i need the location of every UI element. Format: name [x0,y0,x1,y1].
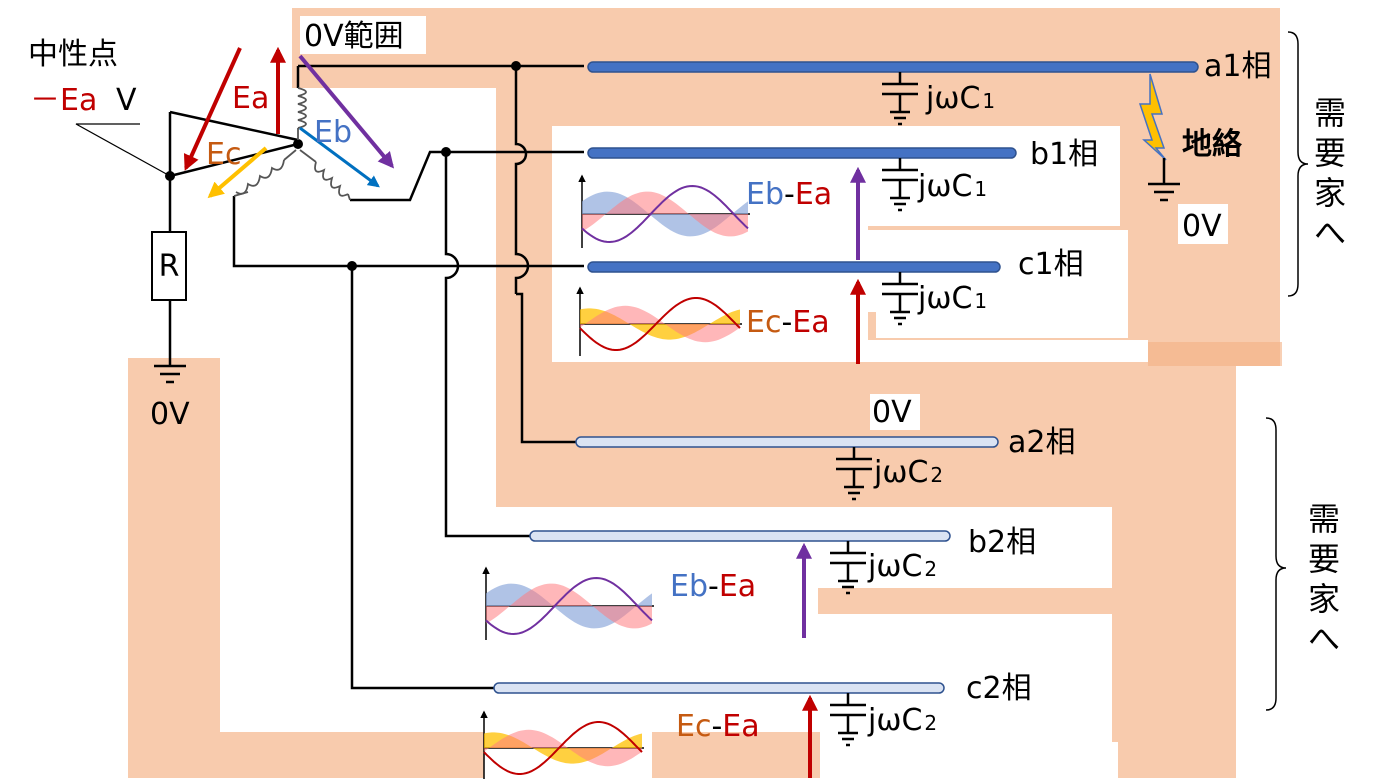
junction-dots [165,61,521,271]
customer-label-top: 需 要 家 へ [1314,94,1346,252]
resistor-label: R [159,249,180,284]
cap-a2-symbol [836,447,872,501]
wave-b2 [482,566,654,640]
phase-c1-label: c1相 [1018,247,1084,282]
zero-range-label-bg [300,16,426,54]
cap-b1-symbol [882,158,918,212]
bus-b2 [529,530,951,542]
svg-text:へ: へ [1308,620,1340,658]
wave-c1 [576,286,742,356]
cap-a1-symbol [882,72,918,126]
difference-arrows [796,166,866,778]
fault-label: 地絡 [1182,127,1243,162]
neutral-label: 中性点 [28,37,118,72]
lower-white [220,358,1118,778]
customer-label-bottom: 需 要 家 へ [1308,500,1340,658]
bus-c1 [587,261,1001,273]
waveform-plots [480,174,750,780]
svg-text:へ: へ [1314,214,1346,252]
bus-b1 [587,147,1017,159]
svg-text:要: 要 [1314,134,1346,172]
fault-zero-label-bg [1178,204,1228,244]
a2-zero-label-bg [870,394,920,430]
buses [493,61,1199,694]
fault-lightning [1138,73,1180,202]
svg-text:需: 需 [1314,94,1346,132]
ground-zero-a2: 0V [872,395,912,430]
wave-b1 [578,174,750,248]
wiring [75,64,584,690]
customer-bracket-bottom [1265,417,1287,711]
customer-bracket-top [1287,31,1309,297]
phase-c2-label: c2相 [966,671,1032,706]
phase-b2-label: b2相 [968,525,1036,560]
bus-c2 [493,682,945,694]
cap-c2-symbol [830,693,866,747]
phase-b1-label: b1相 [1030,137,1098,172]
diff-b1-label: Eb-Ea [746,177,832,212]
svg-text:家: 家 [1314,174,1346,212]
source-ea-label: Ea [232,81,269,116]
neutral-voltage-prefix: －Ea [30,83,97,118]
phase-a2-label: a2相 [1008,425,1075,460]
svg-text:需: 需 [1308,500,1340,538]
customer-top-bg [1302,90,1362,240]
capacitors [830,72,918,747]
source-ec-label: Ec [206,137,241,172]
diff-c1-label: Ec-Ea [746,305,830,340]
zero-range-label: 0V範囲 [304,19,404,54]
bus-a1 [587,61,1199,73]
cap-c1-symbol [882,272,918,326]
diff-b2-label: Eb-Ea [670,569,756,604]
svg-text:要: 要 [1308,540,1340,578]
transformer-coils [233,87,351,201]
neutral-voltage-unit: V [116,83,137,118]
source-eb-label: Eb [314,115,352,150]
resistor [151,231,187,301]
ground-zero-left: 0V [150,397,190,432]
svg-text:家: 家 [1308,580,1340,618]
wave-c2 [480,710,644,780]
cap-b2-symbol [830,541,866,595]
bus-a2 [575,436,999,448]
diff-c2-label: Ec-Ea [676,709,760,744]
source-arrows [183,46,395,199]
phase-a1-label: a1相 [1204,49,1271,84]
ground-zero-fault: 0V [1182,209,1222,244]
